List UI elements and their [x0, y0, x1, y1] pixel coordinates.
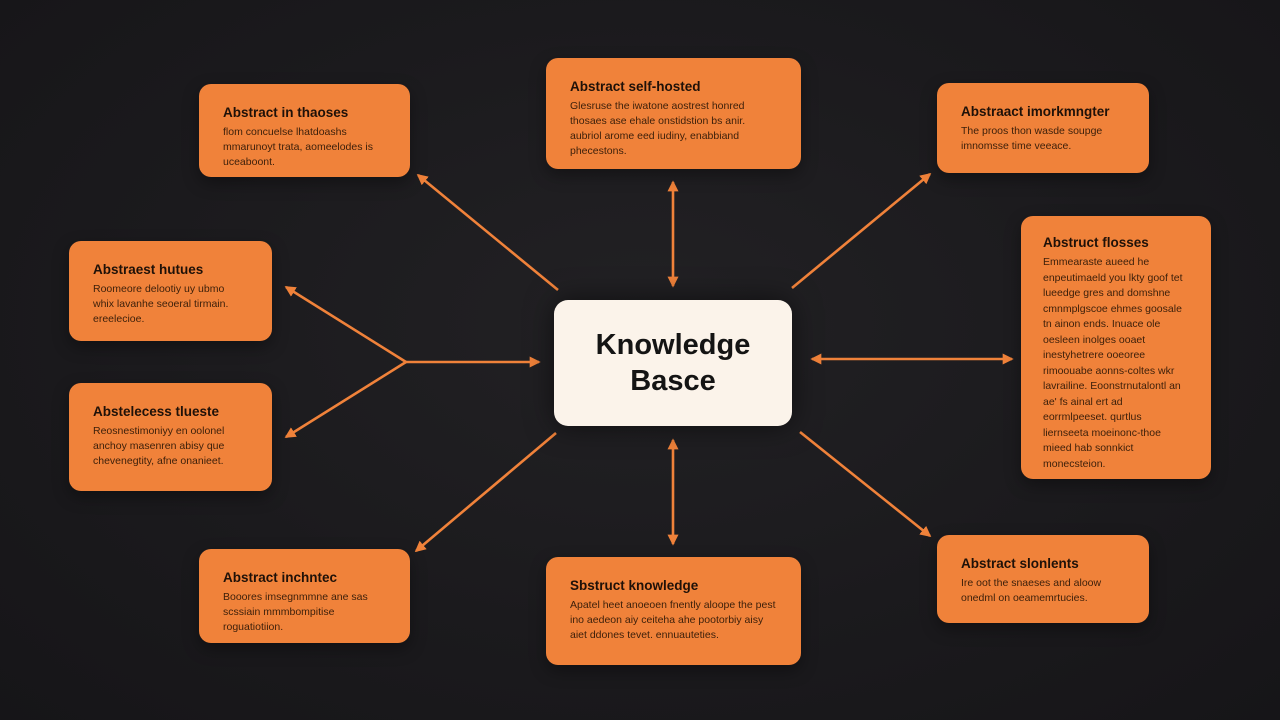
arrow-to-bottom-left	[414, 432, 557, 553]
node-description: Booores imsegnmmne ane sas scssiain mmmb…	[223, 591, 368, 633]
arrow-to-top-left	[416, 173, 559, 292]
node-bottom-left[interactable]: Abstract inchntec Booores imsegnmmne ane…	[199, 549, 410, 643]
node-title: Abstraest hutues	[93, 262, 204, 277]
node-top-left[interactable]: Abstract in thaoses flom concuelse lhatd…	[199, 84, 410, 177]
node-description: Roomeore delootiy uy ubmo whix lavanhe s…	[93, 283, 229, 325]
node-title: Abstract slonlents	[961, 556, 1079, 571]
node-description: Reosnestimoniyy en oolonel anchoy masenr…	[93, 425, 225, 467]
node-top-center[interactable]: Abstract self-hosted Glesruse the iwaton…	[546, 58, 801, 169]
node-top-right[interactable]: Abstraact imorkmngter The proos thon was…	[937, 83, 1149, 173]
node-title: Abstract in thaoses	[223, 105, 349, 120]
node-description: flom concuelse lhatdoashs mmarunoyt trat…	[223, 126, 373, 168]
node-title: Abstract inchntec	[223, 570, 338, 585]
node-title: Sbstruct knowledge	[570, 578, 699, 593]
arrow-to-top-right	[791, 172, 932, 290]
node-title: Abstruct flosses	[1043, 235, 1149, 250]
node-mid-left-lower[interactable]: Abstelecess tlueste Reosnestimoniyy en o…	[69, 383, 272, 491]
node-bottom-center[interactable]: Sbstruct knowledge Apatel heet anoeoen f…	[546, 557, 801, 665]
node-title: Abstract self-hosted	[570, 79, 701, 94]
arrow-to-mid-left-lower	[284, 360, 407, 439]
center-node-label: Knowledge Basce	[595, 329, 751, 397]
center-node-knowledge-base[interactable]: Knowledge Basce	[554, 300, 792, 426]
node-bottom-right[interactable]: Abstract slonlents Ire oot the snaeses a…	[937, 535, 1149, 623]
node-description: Apatel heet anoeoen fnently aloope the p…	[570, 599, 776, 641]
arrow-to-mid-left-upper	[284, 285, 407, 364]
node-description: The proos thon wasde soupge imnomsse tim…	[961, 125, 1103, 152]
node-description: Ire oot the snaeses and aloow onedml on …	[961, 577, 1102, 604]
node-title: Abstraact imorkmngter	[961, 104, 1110, 119]
arrow-to-bottom-right	[799, 430, 932, 538]
node-description: Emmearaste aueed he enpeutimaeld you lkt…	[1043, 256, 1183, 470]
node-right-tall[interactable]: Abstruct flosses Emmearaste aueed he enp…	[1021, 216, 1211, 479]
node-description: Glesruse the iwatone aostrest honred tho…	[570, 100, 746, 157]
node-title: Abstelecess tlueste	[93, 404, 220, 419]
node-mid-left-upper[interactable]: Abstraest hutues Roomeore delootiy uy ub…	[69, 241, 272, 341]
